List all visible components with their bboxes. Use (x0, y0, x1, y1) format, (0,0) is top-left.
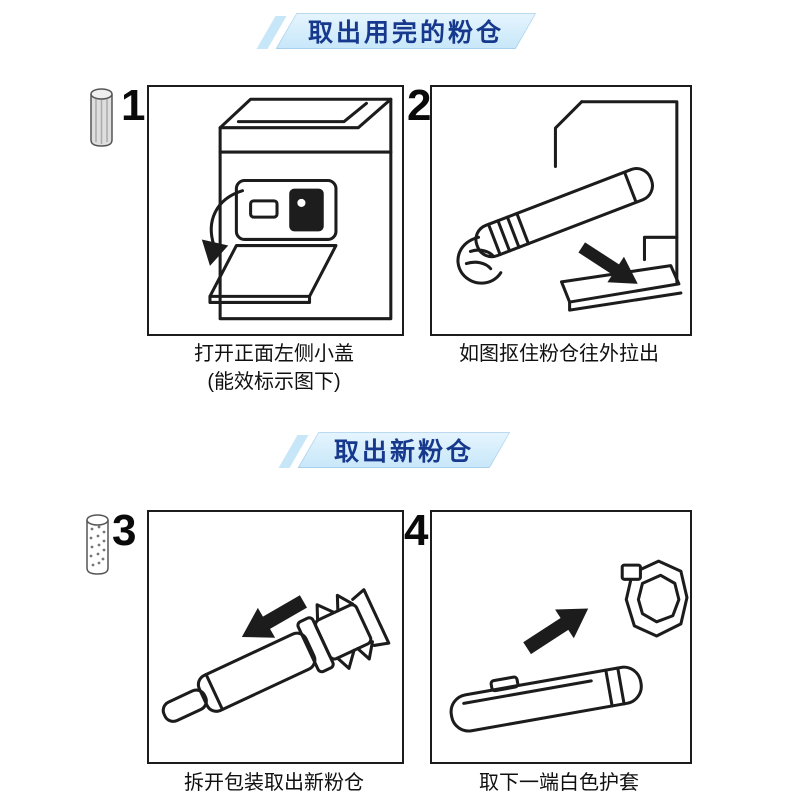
step4-caption: 取下一端白色护套 (420, 769, 698, 797)
unpack-new-cartridge-illustration (161, 588, 391, 723)
section1-banner-label: 取出用完的粉仓 (307, 19, 504, 47)
step2-number: 2 (407, 81, 432, 130)
step3-panel (147, 510, 404, 764)
step1-caption-line2: (能效标示图下) (207, 371, 341, 393)
pull-out-cartridge-illustration (456, 100, 683, 312)
step1-panel (147, 85, 404, 336)
step4-caption-line1: 取下一端白色护套 (479, 772, 639, 794)
step2-caption-line1: 如图抠住粉仓往外拉出 (459, 343, 659, 365)
step1-caption-line1: 打开正面左侧小盖 (194, 343, 354, 365)
step2-panel (430, 85, 692, 336)
step4-number: 4 (404, 506, 429, 555)
step3-number: 3 (112, 506, 137, 555)
step3-caption: 拆开包装取出新粉仓 (132, 769, 416, 797)
step4-panel (430, 510, 692, 764)
step2-caption: 如图抠住粉仓往外拉出 (420, 340, 698, 368)
remove-white-cap-illustration (449, 559, 689, 733)
used-toner-bottle-icon (90, 88, 113, 147)
step1-caption: 打开正面左侧小盖 (能效标示图下) (132, 340, 416, 396)
section2-banner-label: 取出新粉仓 (333, 438, 474, 466)
section2-banner: 取出新粉仓 (278, 432, 511, 468)
step3-caption-line1: 拆开包装取出新粉仓 (184, 772, 364, 794)
step1-number: 1 (121, 81, 146, 130)
section1-banner: 取出用完的粉仓 (256, 13, 537, 49)
new-toner-bottle-icon (86, 514, 109, 575)
open-front-cover-illustration (201, 97, 393, 321)
